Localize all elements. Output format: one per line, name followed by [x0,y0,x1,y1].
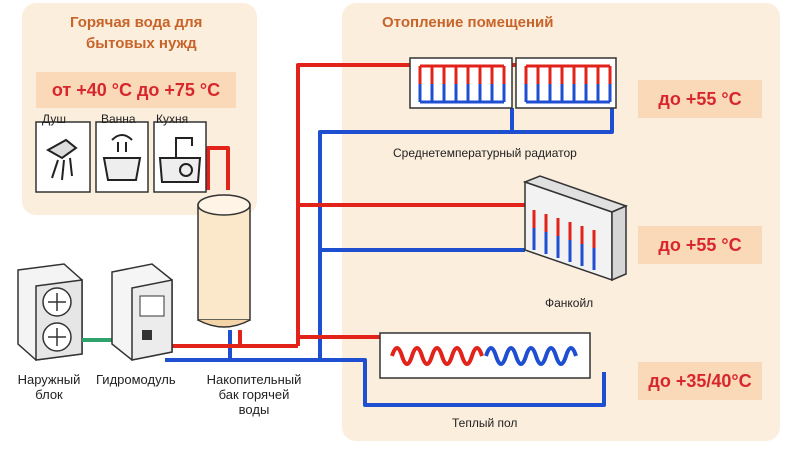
return-pipes [165,108,614,407]
tank-label-line1: Накопительный [206,372,302,387]
hot-water-title-line1: Горячая вода для [70,14,203,31]
fixture-label-bath: Ванна [101,112,136,126]
heating-title: Отопление помещений [382,14,554,31]
tank-label-line2: бак горячей [218,387,290,402]
bath-icon [102,134,142,181]
tank-label: Накопительный бак горячей воды [196,372,312,417]
hydromodule-unit [111,263,173,361]
radiator-temp: до +55 °С [658,88,742,109]
fancoil-temp: до +55 °С [658,234,742,255]
hot-water-title-line2: бытовых нужд [86,35,197,52]
fancoil-temp-badge: до +55 °С [638,226,762,264]
fixture-label-kitchen: Кухня [156,112,189,126]
floor-temp-badge: до +35/40°С [638,362,762,400]
fancoil-label: Фанкойл [545,296,594,310]
storage-tank [197,194,251,328]
hot-water-temp-range: от +40 °С до +75 °С [51,79,221,100]
radiator-label: Среднетемпературный радиатор [393,146,577,160]
fixture-label-shower: Душ [42,112,67,126]
floor-temp: до +35/40°С [648,370,752,391]
radiator-left [409,57,513,109]
fancoil-unit [522,175,629,282]
outdoor-label-line1: Наружный [17,372,81,387]
outdoor-unit [17,263,83,361]
hot-water-temp-badge: от +40 °С до +75 °С [36,72,236,108]
shower-icon [45,138,78,181]
hydromodule-label: Гидромодуль [96,372,176,387]
outdoor-unit-label: Наружный блок [14,372,84,402]
tank-label-line3: воды [238,402,270,417]
floor-heating-label: Теплый пол [452,416,518,430]
radiator-temp-badge: до +55 °С [638,80,762,118]
outdoor-label-line2: блок [35,387,63,402]
radiator-right [515,57,617,109]
floor-heating [379,332,591,379]
kitchen-icon [158,137,202,183]
